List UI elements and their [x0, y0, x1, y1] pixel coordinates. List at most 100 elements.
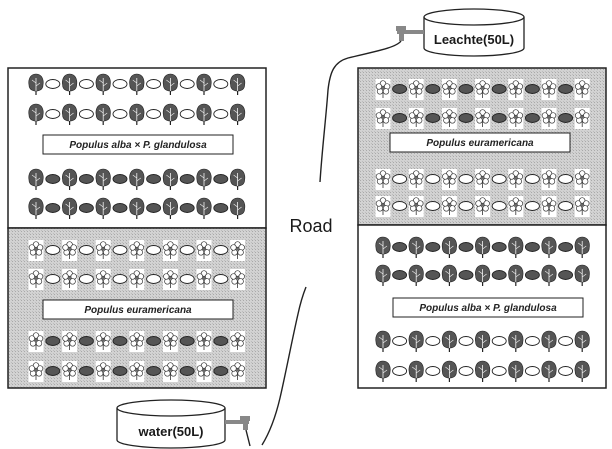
tree-icon	[162, 73, 178, 95]
dark-ellipse-marker	[491, 113, 507, 123]
shrub-icon	[375, 108, 391, 129]
tree-icon	[62, 168, 78, 190]
dark-ellipse-marker	[78, 366, 94, 376]
plot-bottom-left-label-box	[42, 299, 234, 320]
shrub-icon	[162, 331, 178, 352]
white-ellipse-marker	[45, 274, 61, 284]
water-tank-top	[116, 399, 226, 417]
tree-icon	[408, 236, 424, 258]
white-ellipse-marker	[491, 201, 507, 211]
tree-icon	[162, 168, 178, 190]
shrub-icon	[375, 169, 391, 190]
shrub-icon	[508, 196, 524, 217]
shrub-icon	[62, 331, 78, 352]
tree-icon	[196, 73, 212, 95]
white-ellipse-marker	[45, 79, 61, 89]
shrub-icon	[508, 108, 524, 129]
shrub-icon	[408, 196, 424, 217]
shrub-icon	[196, 331, 212, 352]
dark-ellipse-marker	[392, 113, 408, 123]
dark-ellipse-marker	[392, 270, 408, 280]
dark-ellipse-marker	[558, 242, 574, 252]
shrub-icon	[541, 79, 557, 100]
tree-icon	[475, 236, 491, 258]
white-ellipse-marker	[45, 245, 61, 255]
dark-ellipse-marker	[524, 113, 540, 123]
dark-ellipse-marker	[213, 174, 229, 184]
dark-ellipse-marker	[524, 84, 540, 94]
shrub-icon	[230, 240, 246, 261]
tree-icon	[162, 197, 178, 219]
plot-bottom-left-label: Populus euramericana	[84, 305, 192, 316]
faucet-icon	[396, 26, 424, 41]
white-ellipse-marker	[112, 109, 128, 119]
dark-ellipse-marker	[213, 336, 229, 346]
white-ellipse-marker	[425, 336, 441, 346]
shrub-icon	[196, 240, 212, 261]
shrub-icon	[574, 79, 590, 100]
dark-ellipse-marker	[491, 270, 507, 280]
faucet-icon	[225, 416, 250, 430]
dark-ellipse-marker	[524, 242, 540, 252]
shrub-icon	[162, 240, 178, 261]
tree-icon	[541, 330, 557, 352]
white-ellipse-marker	[491, 336, 507, 346]
shrub-icon	[196, 361, 212, 382]
tree-icon	[62, 103, 78, 125]
dark-ellipse-marker	[425, 84, 441, 94]
white-ellipse-marker	[524, 366, 540, 376]
tree-icon	[475, 264, 491, 286]
white-ellipse-marker	[78, 274, 94, 284]
shrub-icon	[28, 331, 44, 352]
plot-top-right-label-box	[389, 132, 571, 153]
dark-ellipse-marker	[558, 113, 574, 123]
shrub-icon	[475, 79, 491, 100]
shrub-icon	[574, 196, 590, 217]
dark-ellipse-marker	[425, 242, 441, 252]
tree-icon	[28, 197, 44, 219]
tree-icon	[230, 197, 246, 219]
tree-icon	[508, 330, 524, 352]
plot-bottom-left: Populus euramericana	[7, 227, 267, 389]
shrub-icon	[408, 108, 424, 129]
leachate-tank-top	[423, 8, 525, 26]
white-ellipse-marker	[392, 201, 408, 211]
white-ellipse-marker	[425, 366, 441, 376]
tree-icon	[196, 103, 212, 125]
shrub-icon	[28, 269, 44, 290]
dark-ellipse-marker	[179, 336, 195, 346]
shrub-icon	[541, 108, 557, 129]
tree-icon	[574, 264, 590, 286]
dark-ellipse-marker	[213, 203, 229, 213]
white-ellipse-marker	[524, 174, 540, 184]
tree-icon	[95, 168, 111, 190]
shrub-icon	[95, 269, 111, 290]
tree-icon	[408, 330, 424, 352]
dark-ellipse-marker	[45, 174, 61, 184]
white-ellipse-marker	[179, 274, 195, 284]
dark-ellipse-marker	[146, 174, 162, 184]
tree-icon	[95, 103, 111, 125]
plot-top-left-label: Populus alba × P. glandulosa	[69, 140, 207, 151]
dark-ellipse-marker	[45, 336, 61, 346]
shrub-icon	[574, 169, 590, 190]
dark-ellipse-marker	[458, 113, 474, 123]
dark-ellipse-marker	[425, 113, 441, 123]
white-ellipse-marker	[146, 274, 162, 284]
plot-bottom-right-plants	[375, 236, 590, 382]
shrub-icon	[62, 240, 78, 261]
shrub-icon	[375, 196, 391, 217]
white-ellipse-marker	[392, 366, 408, 376]
white-ellipse-marker	[392, 336, 408, 346]
tree-icon	[162, 103, 178, 125]
white-ellipse-marker	[458, 336, 474, 346]
dark-ellipse-marker	[78, 174, 94, 184]
tree-icon	[375, 236, 391, 258]
shrub-icon	[129, 331, 145, 352]
dark-ellipse-marker	[491, 84, 507, 94]
dark-ellipse-marker	[45, 203, 61, 213]
plot-top-right: Populus euramericana	[357, 67, 607, 226]
dark-ellipse-marker	[112, 366, 128, 376]
shrub-icon	[62, 361, 78, 382]
white-ellipse-marker	[213, 245, 229, 255]
